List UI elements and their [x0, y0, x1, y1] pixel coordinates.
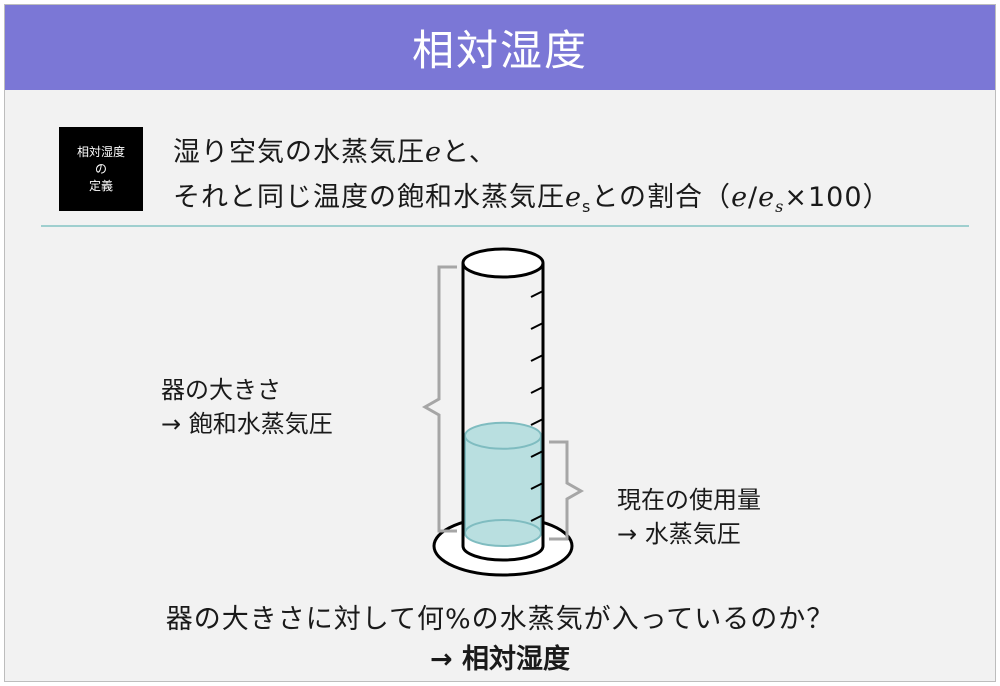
capacity-brace	[421, 265, 457, 533]
cylinder-bottom-arc	[461, 545, 545, 562]
badge-line-1: 相対湿度	[76, 144, 125, 159]
definition-line-2: それと同じ温度の飽和水蒸気圧esとの割合（e/es×100）	[173, 175, 891, 216]
definition-line-1-tail: と、	[441, 137, 497, 168]
tick-8	[530, 514, 544, 522]
water-surface	[464, 421, 542, 450]
water-bottom-ellipse	[464, 519, 542, 547]
usage-label: 現在の使用量 → 水蒸気圧	[617, 483, 761, 551]
cylinder-diagram	[421, 247, 585, 577]
header-bar: 相対湿度	[5, 5, 995, 90]
ratio-slash: /	[748, 182, 759, 213]
badge-line-2: の	[94, 161, 107, 176]
definition-line-2-text: それと同じ温度の飽和水蒸気圧	[173, 182, 565, 213]
section-divider	[41, 225, 969, 227]
ratio-numerator: e	[731, 182, 749, 213]
tick-7	[530, 482, 544, 490]
summary-question: 器の大きさに対して何%の水蒸気が入っているのか？	[165, 604, 835, 635]
capacity-label-line-2: → 飽和水蒸気圧	[161, 410, 333, 438]
slide: 相対湿度 相対湿度 の 定義 湿り空気の水蒸気圧eと、 それと同じ温度の飽和水蒸…	[4, 4, 996, 682]
ratio-denominator: e	[758, 182, 776, 213]
graduation-marks	[530, 290, 544, 522]
ratio-tail: ×100）	[784, 182, 891, 213]
tick-5	[530, 418, 544, 426]
tick-2	[530, 322, 544, 330]
tick-3	[530, 354, 544, 362]
usage-label-line-1: 現在の使用量	[617, 486, 761, 514]
usage-brace	[549, 440, 585, 541]
usage-label-line-2: → 水蒸気圧	[617, 520, 741, 548]
tick-1	[530, 290, 544, 298]
water-volume	[464, 421, 542, 547]
saturation-subscript: s	[581, 197, 592, 216]
capacity-label-line-1: 器の大きさ	[161, 376, 281, 404]
cylinder-rim	[461, 247, 545, 279]
water-body	[465, 435, 541, 533]
saturation-pressure-symbol: e	[565, 182, 582, 213]
definition-line-1-text: 湿り空気の水蒸気圧	[173, 137, 425, 168]
definition-line-1: 湿り空気の水蒸気圧eと、	[173, 130, 497, 169]
badge-line-3: 定義	[88, 178, 113, 193]
definition-badge: 相対湿度 の 定義	[59, 127, 143, 211]
tick-6	[530, 450, 544, 458]
page-title: 相対湿度	[411, 26, 588, 75]
vapor-pressure-symbol: e	[425, 137, 442, 168]
definition-line-2-mid: との割合（	[591, 182, 732, 213]
summary-answer: → 相対湿度	[429, 644, 571, 675]
capacity-label: 器の大きさ → 飽和水蒸気圧	[161, 373, 333, 441]
ratio-denominator-subscript: s	[775, 197, 785, 216]
tick-4	[530, 386, 544, 394]
